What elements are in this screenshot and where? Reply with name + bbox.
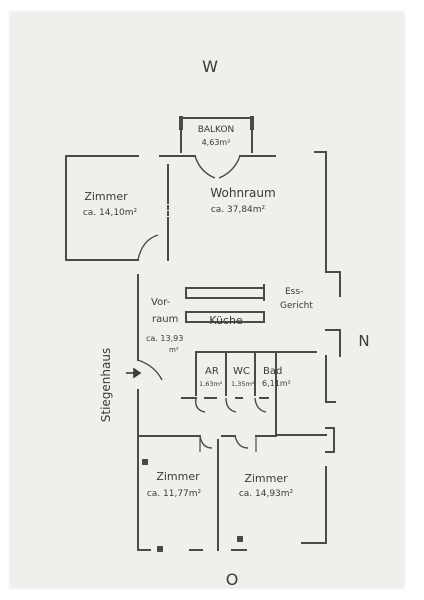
wall-right-lower bbox=[325, 427, 335, 453]
balkon-area: 4,63m² bbox=[202, 138, 231, 147]
wc-area: 1,35m² bbox=[231, 380, 255, 388]
door-swing-wc bbox=[225, 397, 237, 413]
door-swing-bottom-left bbox=[199, 435, 213, 449]
door-swing-bad bbox=[254, 397, 267, 413]
counter-lower bbox=[185, 311, 265, 323]
zimmer-left-area: ca. 14,10m² bbox=[83, 208, 138, 218]
wohnraum-area: ca. 37,84m² bbox=[211, 205, 266, 215]
vorraum-line2: raum bbox=[152, 314, 178, 325]
wall-right-n bbox=[325, 329, 341, 357]
ar-area: 1,63m² bbox=[199, 380, 223, 388]
door-swing-zimmer bbox=[137, 234, 159, 261]
bad-area: 6,11m² bbox=[262, 379, 291, 388]
door-swing-entry bbox=[137, 359, 163, 381]
wall-mark bbox=[157, 546, 163, 552]
door-swing-balkon-left bbox=[194, 155, 216, 179]
balkon-wall bbox=[180, 117, 253, 153]
wall-right-upper bbox=[314, 151, 341, 297]
zimmer-bottom-left-label: Zimmer bbox=[156, 470, 200, 483]
ar-label: AR bbox=[205, 366, 219, 377]
compass-east: O bbox=[226, 570, 239, 589]
zimmer-left-label: Zimmer bbox=[84, 190, 128, 203]
counter-upper bbox=[185, 287, 265, 299]
stiegenhaus-label: Stiegenhaus bbox=[99, 348, 113, 422]
zimmer-bottom-left-area: ca. 11,77m² bbox=[147, 489, 202, 499]
door-swing-bottom-right bbox=[234, 435, 249, 449]
zimmer-bottom-right-label: Zimmer bbox=[244, 472, 288, 485]
compass-west: W bbox=[202, 57, 218, 76]
kueche-label: Küche bbox=[209, 314, 243, 327]
wall-mark bbox=[142, 459, 148, 465]
balkon-label: BALKON bbox=[198, 125, 235, 135]
wall-right-bath bbox=[325, 355, 336, 403]
entry-arrow-icon bbox=[126, 367, 142, 379]
essgericht-line2: Gericht bbox=[280, 301, 313, 311]
door-swing-balkon-right bbox=[218, 155, 241, 179]
vorraum-area: ca. 13,93 bbox=[146, 334, 183, 343]
door-swing-ar bbox=[195, 397, 206, 413]
wohnraum-label: Wohnraum bbox=[210, 186, 275, 200]
wc-label: WC bbox=[233, 366, 250, 377]
paper-sheet bbox=[10, 12, 404, 588]
vorraum-unit: m² bbox=[169, 346, 179, 354]
compass-north: N bbox=[358, 332, 369, 350]
essgericht-line1: Ess- bbox=[285, 287, 303, 297]
vorraum-line1: Vor- bbox=[151, 297, 171, 308]
zimmer-bottom-right-area: ca. 14,93m² bbox=[239, 489, 294, 499]
wall-mark bbox=[237, 536, 243, 542]
bad-label: Bad bbox=[263, 366, 282, 377]
